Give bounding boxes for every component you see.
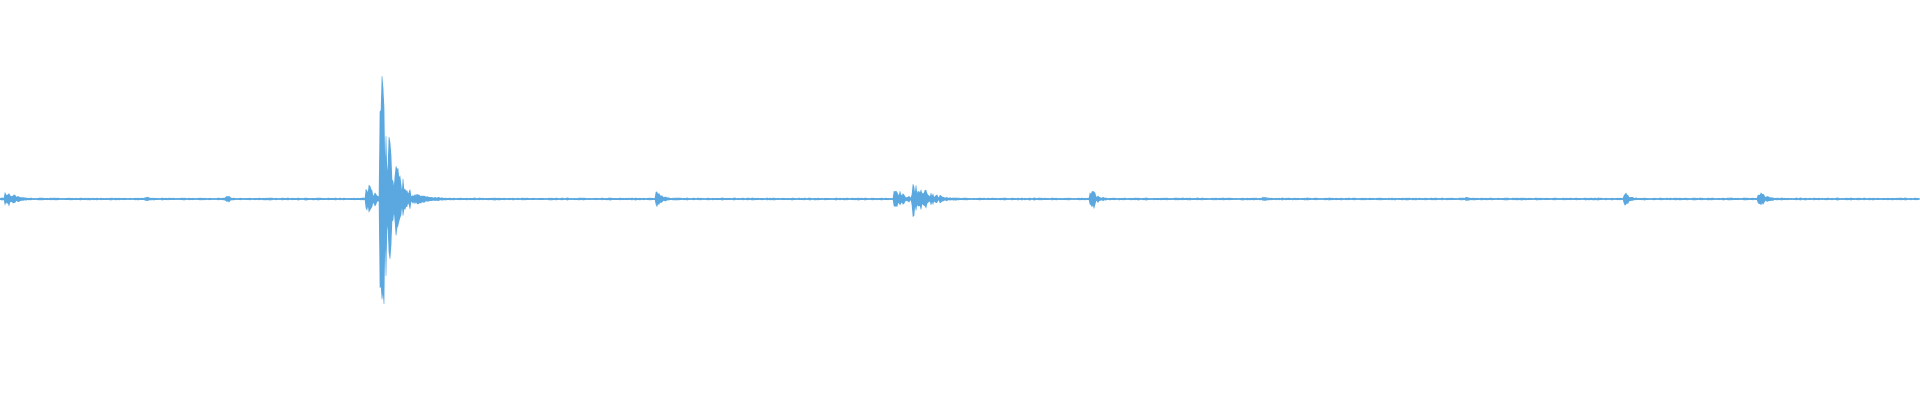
waveform-trace <box>0 76 1920 305</box>
waveform-shape <box>0 76 1920 305</box>
